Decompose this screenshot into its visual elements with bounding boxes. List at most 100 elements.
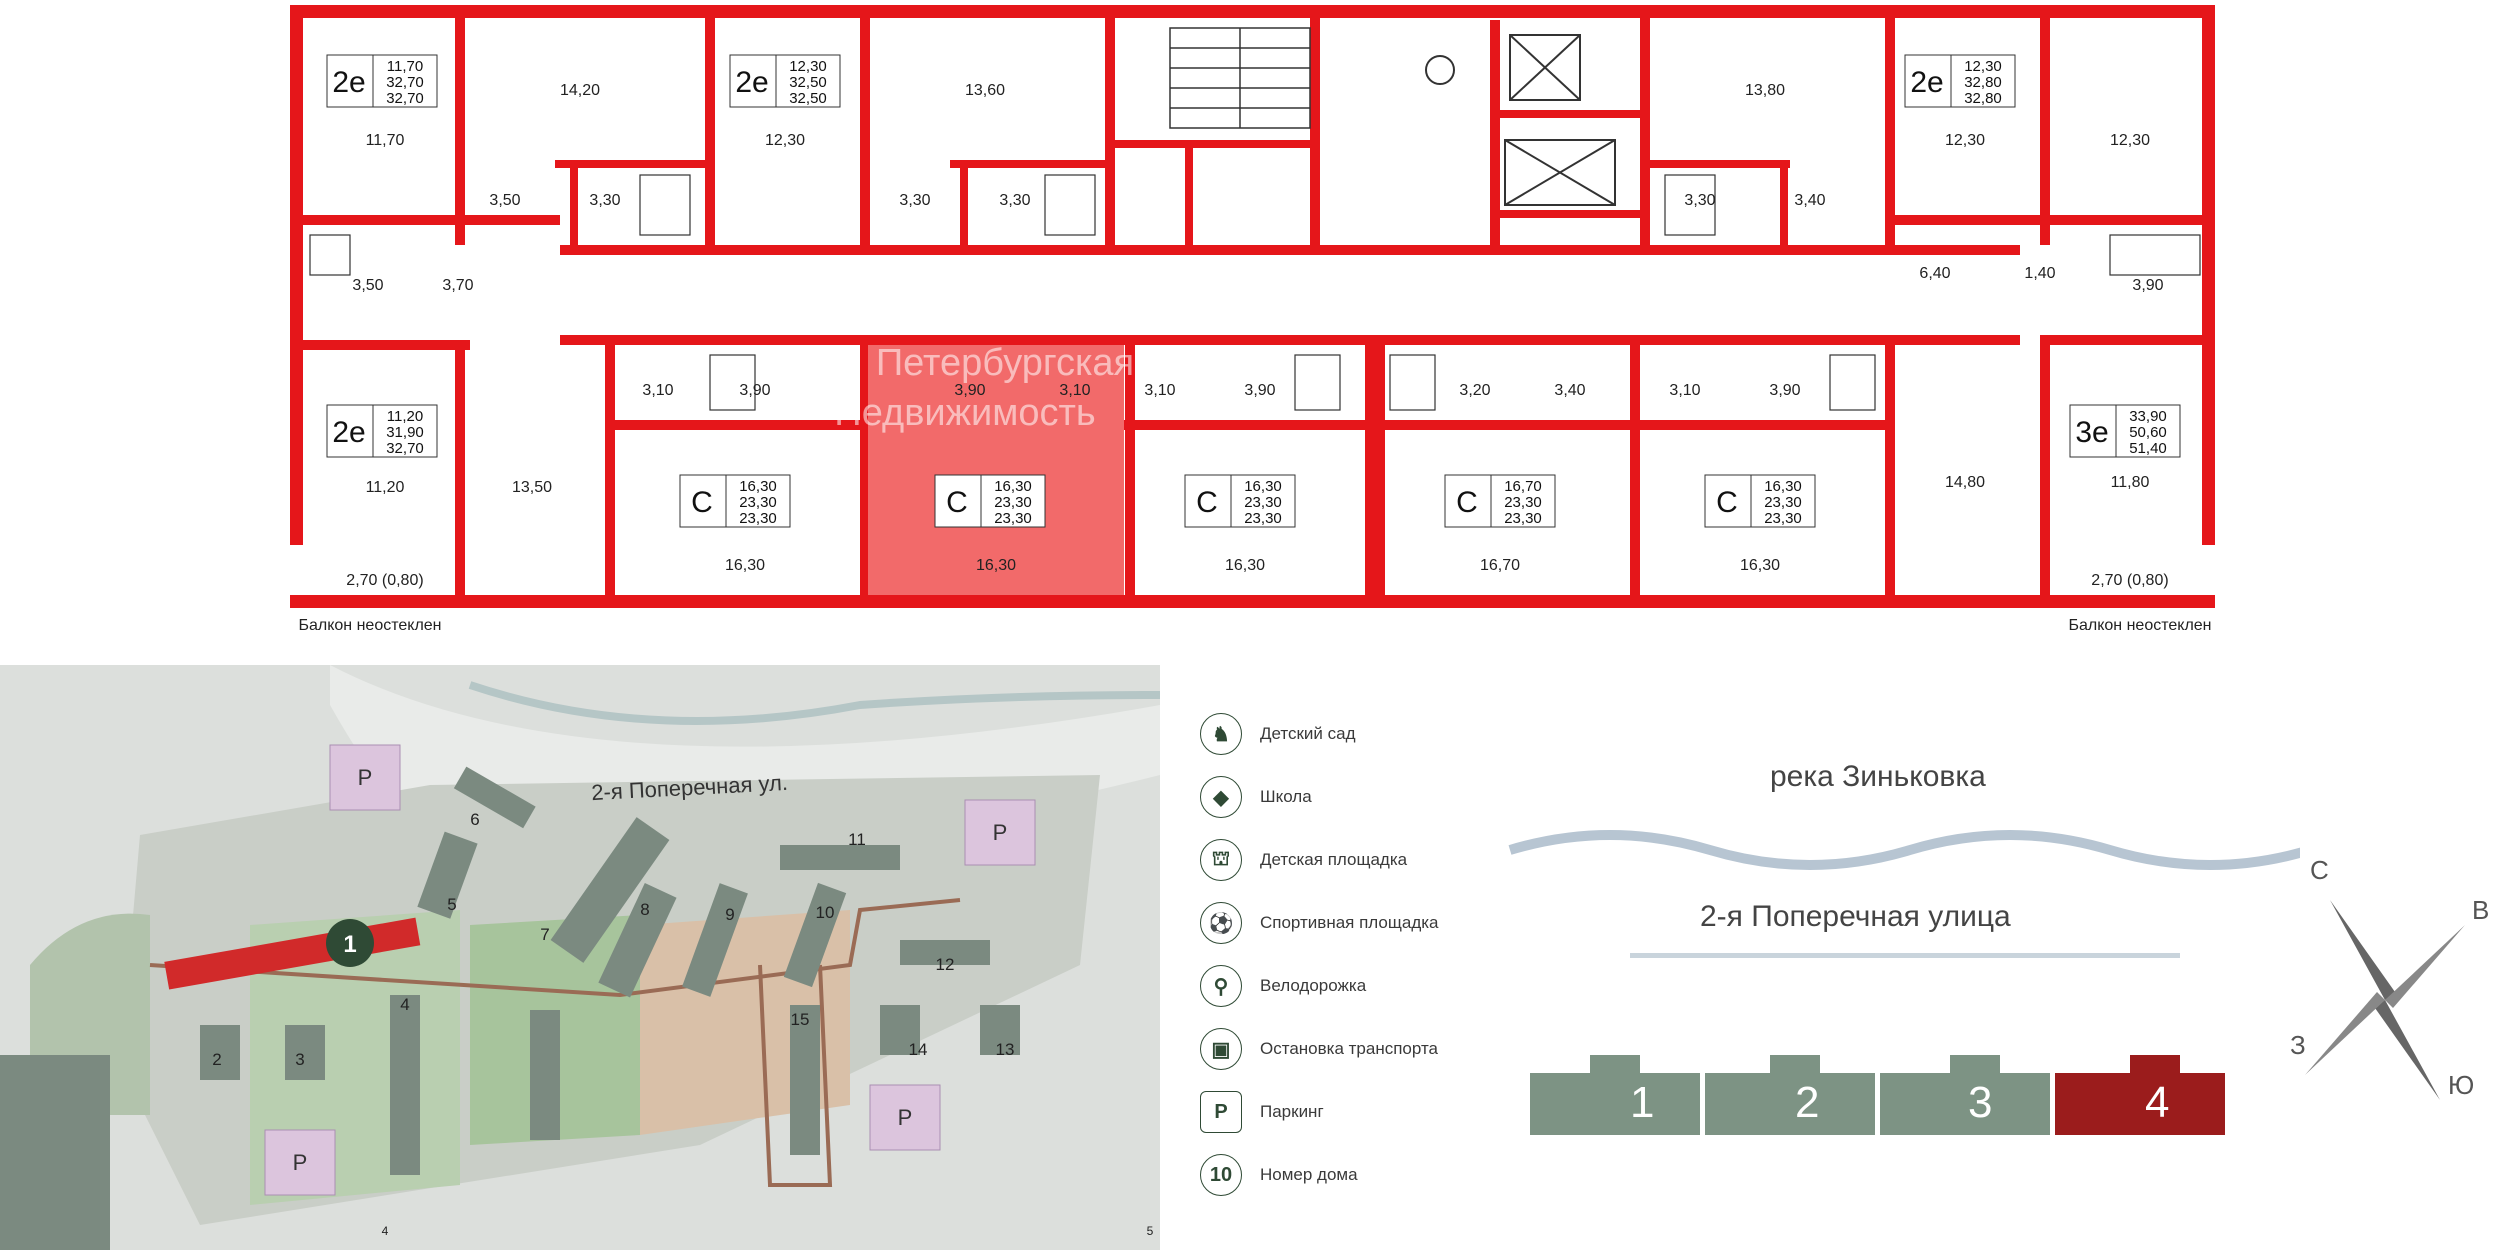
river-wave <box>1508 830 2300 870</box>
active-section[interactable] <box>2055 1073 2225 1135</box>
flat-type: 2е <box>1910 66 1943 99</box>
room-area: 13,50 <box>512 479 552 496</box>
room-area: 16,30 <box>976 557 1016 574</box>
site-plan: P P P P 1 2-я Поперечная ул. 2 3 4 5 6 7… <box>0 665 1160 1250</box>
flat-type: С <box>1716 486 1738 519</box>
flat-area-a: 11,70 <box>387 58 423 75</box>
flat-area-a: 12,30 <box>1964 58 2002 75</box>
flat-type: 2е <box>332 66 365 99</box>
selected-flat-highlight[interactable] <box>868 345 1124 595</box>
room-area: 16,30 <box>1225 557 1265 574</box>
section-number: 1 <box>1630 1078 1655 1127</box>
room-area: 6,40 <box>1919 265 1950 282</box>
room-area: 3,90 <box>2132 277 2163 294</box>
horse-icon: ♞ <box>1200 713 1242 755</box>
flat-area-b: 23,30 <box>994 494 1032 511</box>
section-number[interactable]: 4 <box>2145 1078 2170 1127</box>
legend: ♞ Детский сад ◆ Школа ⛫ Детская площадка… <box>1200 700 1500 1220</box>
balcony-note: Балкон неостеклен <box>2068 617 2211 634</box>
room-area: 16,30 <box>725 557 765 574</box>
house-number: 8 <box>640 900 649 919</box>
room-area: 3,30 <box>1684 192 1715 209</box>
river-label: река Зиньковка <box>1770 760 1986 793</box>
legend-kindergarten: ♞ Детский сад <box>1200 710 1356 758</box>
legend-label: Детский сад <box>1260 724 1356 743</box>
sanitary-fixtures <box>309 174 2201 411</box>
flat-area-b: 31,90 <box>386 424 424 441</box>
house-number: 14 <box>909 1040 928 1059</box>
flat-area-a: 16,70 <box>1504 478 1542 495</box>
compass-rose-icon <box>2305 900 2465 1100</box>
parking-label: P <box>358 765 373 790</box>
flat-area-a: 11,20 <box>387 408 423 425</box>
room-area: 14,80 <box>1945 474 1985 491</box>
flat-area-a: 33,90 <box>2129 408 2167 425</box>
house-number: 4 <box>400 995 409 1014</box>
parking-icon: P <box>1200 1091 1242 1133</box>
section-number: 2 <box>1795 1078 1820 1127</box>
parking-label: P <box>293 1150 308 1175</box>
legend-transport: ▣ Остановка транспорта <box>1200 1025 1438 1073</box>
room-area: 3,30 <box>999 192 1030 209</box>
flat-area-c: 32,70 <box>386 90 424 107</box>
compass-north: С <box>2310 855 2329 885</box>
flat-area-b: 23,30 <box>1764 494 1802 511</box>
flat-area-b: 23,30 <box>1504 494 1542 511</box>
house-number: 9 <box>725 905 734 924</box>
flat-area-b: 23,30 <box>739 494 777 511</box>
legend-parking: P Паркинг <box>1200 1088 1324 1136</box>
room-area: 11,20 <box>366 479 405 496</box>
bus-icon: ▣ <box>1200 1028 1242 1070</box>
grid-label: 5 <box>1147 1224 1154 1238</box>
flat-area-b: 32,80 <box>1964 74 2002 91</box>
flat-area-c: 32,80 <box>1964 90 2002 107</box>
compass-south: Ю <box>2448 1070 2475 1100</box>
room-area: 13,80 <box>1745 82 1785 99</box>
room-area: 3,70 <box>442 277 473 294</box>
flat-type: 3е <box>2075 416 2108 449</box>
elevator-icon <box>1504 34 1616 206</box>
room-area: 3,10 <box>1669 382 1700 399</box>
room-area: 3,10 <box>1144 382 1175 399</box>
flat-area-b: 32,70 <box>386 74 424 91</box>
legend-label: Спортивная площадка <box>1260 913 1439 932</box>
number-icon: 10 <box>1200 1154 1242 1196</box>
flat-area-a: 16,30 <box>1764 478 1802 495</box>
room-area: 12,30 <box>765 132 805 149</box>
building-sections <box>1530 1055 2225 1135</box>
parking-label: P <box>993 820 1008 845</box>
flat-area-c: 51,40 <box>2129 440 2167 457</box>
room-area: 3,90 <box>1769 382 1800 399</box>
room-area: 3,50 <box>489 192 520 209</box>
room-area: 13,60 <box>965 82 1005 99</box>
room-area: 3,50 <box>352 277 383 294</box>
house-number: 6 <box>470 810 479 829</box>
house-number: 5 <box>447 895 456 914</box>
street-label: 2-я Поперечная улица <box>1700 900 2011 933</box>
house-number: 15 <box>791 1010 810 1029</box>
room-area: 3,30 <box>899 192 930 209</box>
wheelchair-icon <box>1425 55 1455 85</box>
house-number: 11 <box>848 830 866 849</box>
slide-icon: ⛫ <box>1200 839 1242 881</box>
legend-bike: ⚲ Велодорожка <box>1200 962 1366 1010</box>
room-area: 3,90 <box>739 382 770 399</box>
flat-type: 2е <box>735 66 768 99</box>
flat-area-a: 12,30 <box>789 58 827 75</box>
room-area: 12,30 <box>2110 132 2150 149</box>
room-area: 1,40 <box>2024 265 2055 282</box>
bicycle-icon: ⚲ <box>1200 965 1242 1007</box>
room-area: 12,30 <box>1945 132 1985 149</box>
balcony-note: Балкон неостеклен <box>298 617 441 634</box>
house-number: 12 <box>936 955 955 974</box>
